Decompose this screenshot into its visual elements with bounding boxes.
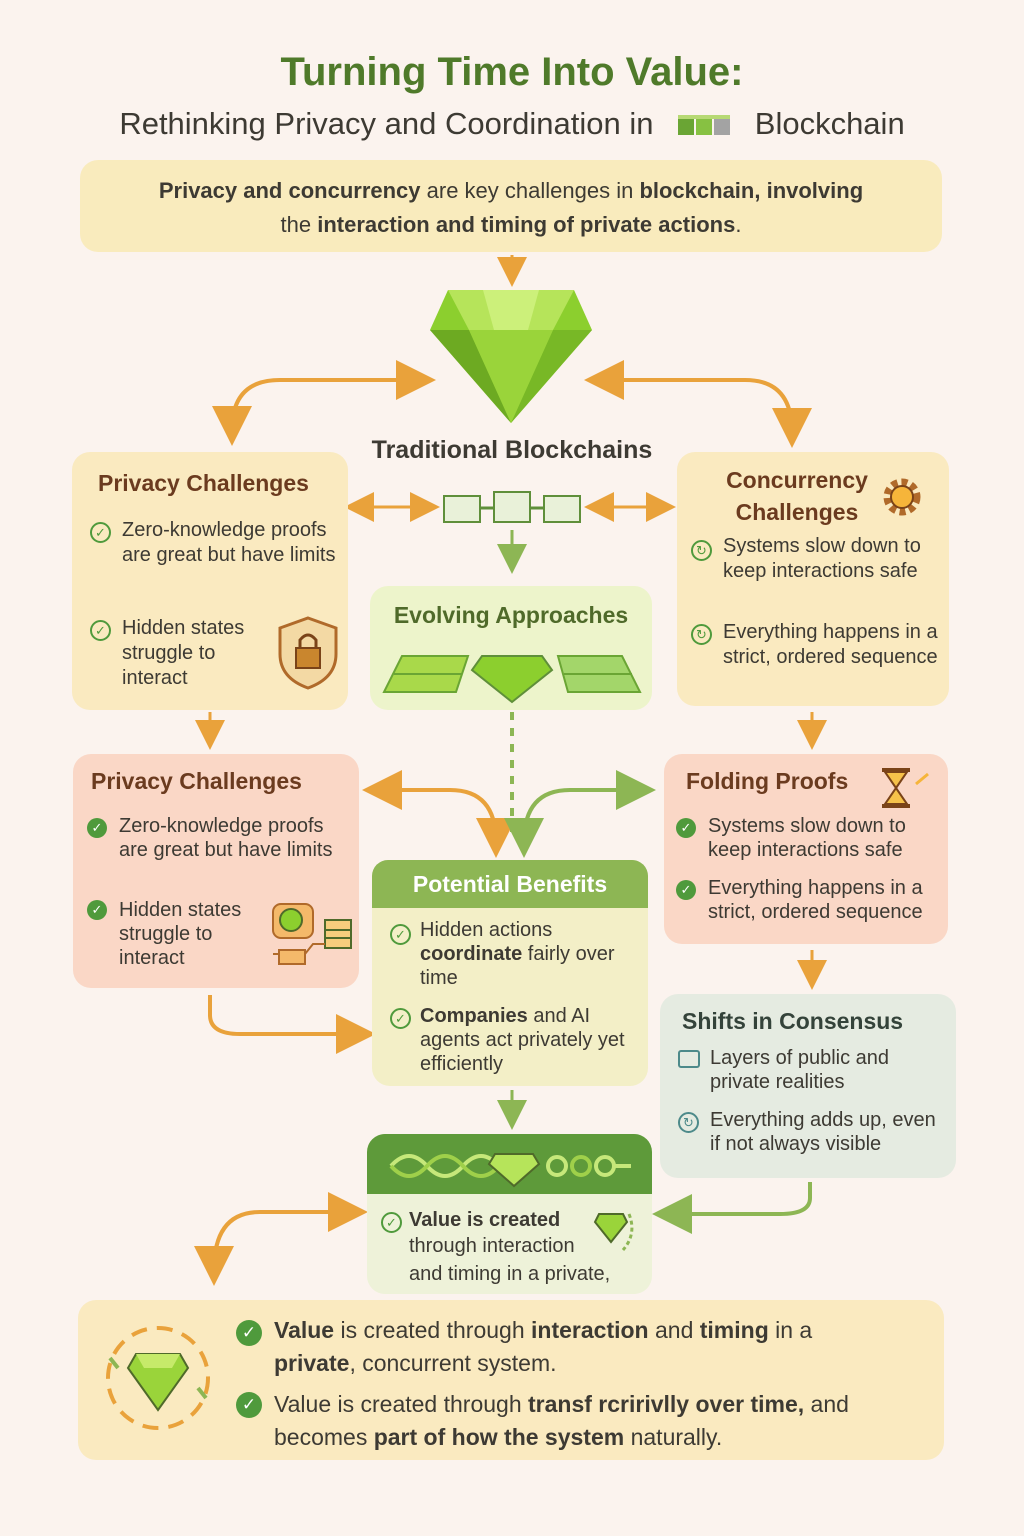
summary-text: naturally. bbox=[624, 1424, 722, 1450]
value-bold: Value is created bbox=[409, 1209, 560, 1231]
card-title: Privacy Challenges bbox=[98, 470, 309, 497]
summary-text: becomes bbox=[274, 1424, 374, 1450]
check-icon: ✓ bbox=[676, 818, 696, 838]
page-title: Turning Time Into Value: bbox=[0, 50, 1024, 95]
intro-text: the bbox=[281, 212, 318, 237]
summary-bold: private bbox=[274, 1350, 349, 1376]
network-nodes-icon bbox=[265, 894, 355, 970]
list-item: Companies and AI agents act privately ye… bbox=[420, 1004, 640, 1076]
hourglass-icon bbox=[876, 764, 932, 812]
value-line-3: and timing in a private, bbox=[409, 1262, 610, 1287]
gear-icon bbox=[877, 472, 927, 522]
arrow-gem-left bbox=[232, 380, 425, 430]
cycle-icon: ↻ bbox=[691, 540, 712, 561]
layers-gem-icon bbox=[382, 648, 642, 704]
emerald-gem-icon bbox=[428, 285, 594, 425]
summary-bold: Value bbox=[274, 1317, 334, 1343]
list-item: Hidden states struggle to interact bbox=[119, 898, 265, 970]
item-bold: Companies bbox=[420, 1005, 528, 1027]
check-icon: ✓ bbox=[87, 818, 107, 838]
value-line-1: Value is created bbox=[409, 1208, 560, 1233]
cycle-icon: ↻ bbox=[678, 1112, 699, 1133]
card-title: Potential Benefits bbox=[372, 860, 648, 908]
chain-gem-icon bbox=[387, 1144, 633, 1188]
card-title: Shifts in Consensus bbox=[682, 1008, 903, 1035]
check-icon: ✓ bbox=[390, 1008, 411, 1029]
summary-box: ✓ Value is created through interaction a… bbox=[78, 1300, 944, 1460]
gem-cycle-icon bbox=[98, 1318, 218, 1438]
summary-text: , concurrent system. bbox=[349, 1350, 556, 1376]
check-icon: ✓ bbox=[87, 900, 107, 920]
value-created-card: ✓ Value is created through interaction a… bbox=[367, 1134, 652, 1294]
summary-text: and bbox=[804, 1391, 849, 1417]
check-icon: ✓ bbox=[390, 924, 411, 945]
summary-line-1: Value is created through interaction and… bbox=[274, 1314, 924, 1380]
summary-text: is created through bbox=[334, 1317, 531, 1343]
summary-bold: timing bbox=[700, 1317, 769, 1343]
blockchain-blocks-icon bbox=[676, 113, 732, 139]
list-item: Everything happens in a strict, ordered … bbox=[708, 876, 944, 924]
shifts-in-consensus-card: Shifts in Consensus Layers of public and… bbox=[660, 994, 956, 1178]
item-text: Hidden actions bbox=[420, 919, 552, 941]
check-icon: ✓ bbox=[236, 1392, 262, 1418]
list-item: Zero-knowledge proofs are great but have… bbox=[119, 814, 355, 862]
intro-bold: Privacy and concurrency bbox=[159, 178, 421, 203]
evolving-approaches-card: Evolving Approaches bbox=[370, 586, 652, 710]
layers-icon bbox=[678, 1050, 700, 1068]
summary-bold: transf rcririvlly over time, bbox=[528, 1391, 804, 1417]
card-title: Concurrency Challenges bbox=[697, 464, 897, 528]
concurrency-challenges-card: Concurrency Challenges ↻ Systems slow do… bbox=[677, 452, 949, 706]
leaf-icon: ✓ bbox=[90, 522, 111, 543]
lock-shield-icon bbox=[278, 616, 338, 690]
card-title: Folding Proofs bbox=[686, 768, 848, 795]
privacy-challenges-card: Privacy Challenges ✓ Zero-knowledge proo… bbox=[72, 452, 348, 710]
check-icon: ✓ bbox=[381, 1212, 402, 1233]
traditional-blockchains-label: Traditional Blockchains bbox=[340, 436, 684, 465]
summary-bold: part of how the system bbox=[374, 1424, 624, 1450]
card-title: Evolving Approaches bbox=[370, 602, 652, 629]
list-item: Systems slow down to keep interactions s… bbox=[708, 814, 944, 862]
leaf-icon: ✓ bbox=[90, 620, 111, 641]
folding-proofs-card: Folding Proofs ✓ Systems slow down to ke… bbox=[664, 754, 948, 944]
card-title: Privacy Challenges bbox=[91, 768, 302, 795]
gem-cycle-icon bbox=[587, 1204, 639, 1256]
cycle-icon: ↻ bbox=[691, 624, 712, 645]
intro-text: . bbox=[735, 212, 741, 237]
list-item: Systems slow down to keep interactions s… bbox=[723, 534, 943, 584]
summary-line-2: Value is created through transf rcririvl… bbox=[274, 1388, 934, 1454]
page-subtitle: Rethinking Privacy and Coordination in B… bbox=[0, 106, 1024, 142]
intro-text: are key challenges in bbox=[421, 178, 640, 203]
list-item: Everything happens in a strict, ordered … bbox=[723, 620, 943, 670]
subtitle-text-end: Blockchain bbox=[755, 106, 905, 141]
summary-text: in a bbox=[769, 1317, 812, 1343]
summary-text: and bbox=[649, 1317, 700, 1343]
summary-text: Value is created through bbox=[274, 1391, 528, 1417]
summary-bold: interaction bbox=[531, 1317, 649, 1343]
list-item: Zero-knowledge proofs are great but have… bbox=[122, 518, 342, 568]
intro-box: Privacy and concurrency are key challeng… bbox=[80, 160, 942, 252]
check-icon: ✓ bbox=[676, 880, 696, 900]
list-item: Layers of public and private realities bbox=[710, 1046, 946, 1094]
list-item: Everything adds up, even if not always v… bbox=[710, 1108, 950, 1156]
subtitle-text: Rethinking Privacy and Coordination in bbox=[119, 106, 653, 141]
item-bold: coordinate bbox=[420, 943, 522, 965]
arrow-gem-right bbox=[600, 380, 792, 432]
chain-blocks-icon bbox=[442, 486, 582, 528]
list-item: Hidden states struggle to interact bbox=[122, 616, 282, 691]
intro-bold: interaction and timing of private action… bbox=[317, 212, 735, 237]
privacy-challenges-card-2: Privacy Challenges ✓ Zero-knowledge proo… bbox=[73, 754, 359, 988]
check-icon: ✓ bbox=[236, 1320, 262, 1346]
value-line-2: through interaction bbox=[409, 1234, 575, 1259]
intro-bold: blockchain, involving bbox=[639, 178, 863, 203]
